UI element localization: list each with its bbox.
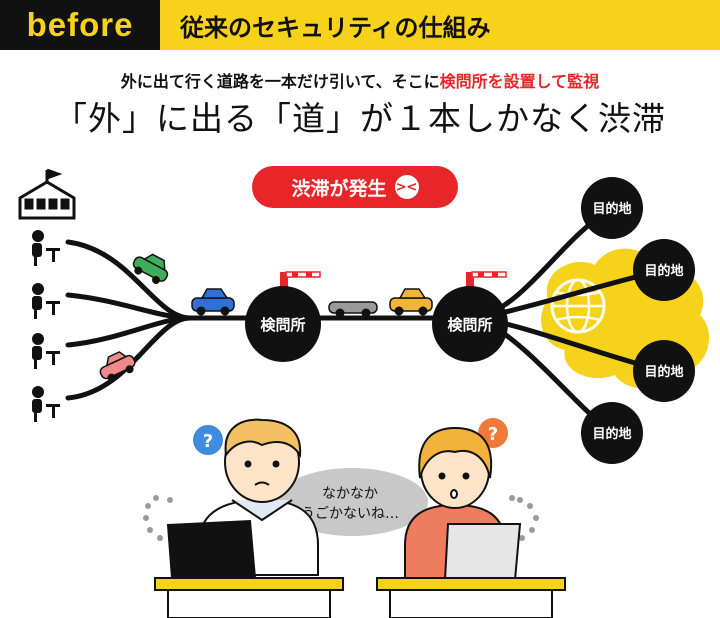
angry-face-icon: >< <box>394 175 419 199</box>
loading-spinner-icon <box>143 495 173 541</box>
checkpoint-label: 検問所 <box>260 316 305 334</box>
car-icon <box>389 288 433 316</box>
barrier-gate-icon <box>466 271 507 288</box>
laptop-icon <box>443 523 522 581</box>
speech-line-2: うごかないね… <box>301 506 399 522</box>
headline: 「外」に出る「道」が１本しかなく渋滞 <box>54 99 666 138</box>
speech-bubble: なかなか うごかないね… <box>276 468 428 536</box>
person-at-desk-icon <box>32 283 60 319</box>
speech-line-1: なかなか <box>322 486 378 502</box>
destination-node: 目的地 <box>581 402 643 464</box>
person-at-desk-icon <box>32 333 60 369</box>
svg-text:?: ? <box>488 424 498 445</box>
checkpoint-node: 検問所 <box>432 286 508 362</box>
barrier-gate-icon <box>280 271 321 288</box>
destination-label: 目的地 <box>592 201 631 217</box>
destination-node: 目的地 <box>633 239 695 301</box>
destination-node: 目的地 <box>581 177 643 239</box>
subtitle-text: 外に出て行く道路を一本だけ引いて、そこに <box>120 72 440 91</box>
subtitle-highlight: 検問所を設置して監視 <box>439 72 600 91</box>
car-icon <box>328 301 378 318</box>
destination-label: 目的地 <box>644 263 683 279</box>
destination-label: 目的地 <box>592 426 631 442</box>
destination-node: 目的地 <box>633 340 695 402</box>
destination-label: 目的地 <box>644 364 683 380</box>
header-title: 従来のセキュリティの仕組み <box>180 13 491 42</box>
congestion-badge: 渋滞が発生 >< <box>252 166 458 208</box>
loading-spinner-icon <box>509 495 539 541</box>
school-building-icon <box>18 168 76 220</box>
laptop-icon <box>166 519 257 579</box>
before-badge: before <box>0 0 160 50</box>
header-bar: before 従来のセキュリティの仕組み <box>0 0 720 50</box>
desk <box>376 577 566 618</box>
car-icon <box>191 288 235 316</box>
car-icon <box>99 351 136 382</box>
car-icon <box>132 253 169 284</box>
question-bubble-icon: ? <box>193 425 223 455</box>
congestion-label: 渋滞が発生 <box>291 177 387 200</box>
boy-illustration <box>199 418 319 576</box>
person-at-desk-icon <box>32 386 60 422</box>
svg-text:?: ? <box>203 431 213 452</box>
checkpoint-node: 検問所 <box>245 286 321 362</box>
person-at-desk-icon <box>32 230 60 266</box>
checkpoint-label: 検問所 <box>447 316 492 334</box>
desk <box>154 577 344 618</box>
subtitle: 外に出て行く道路を一本だけ引いて、そこに検問所を設置して監視 <box>0 68 720 92</box>
